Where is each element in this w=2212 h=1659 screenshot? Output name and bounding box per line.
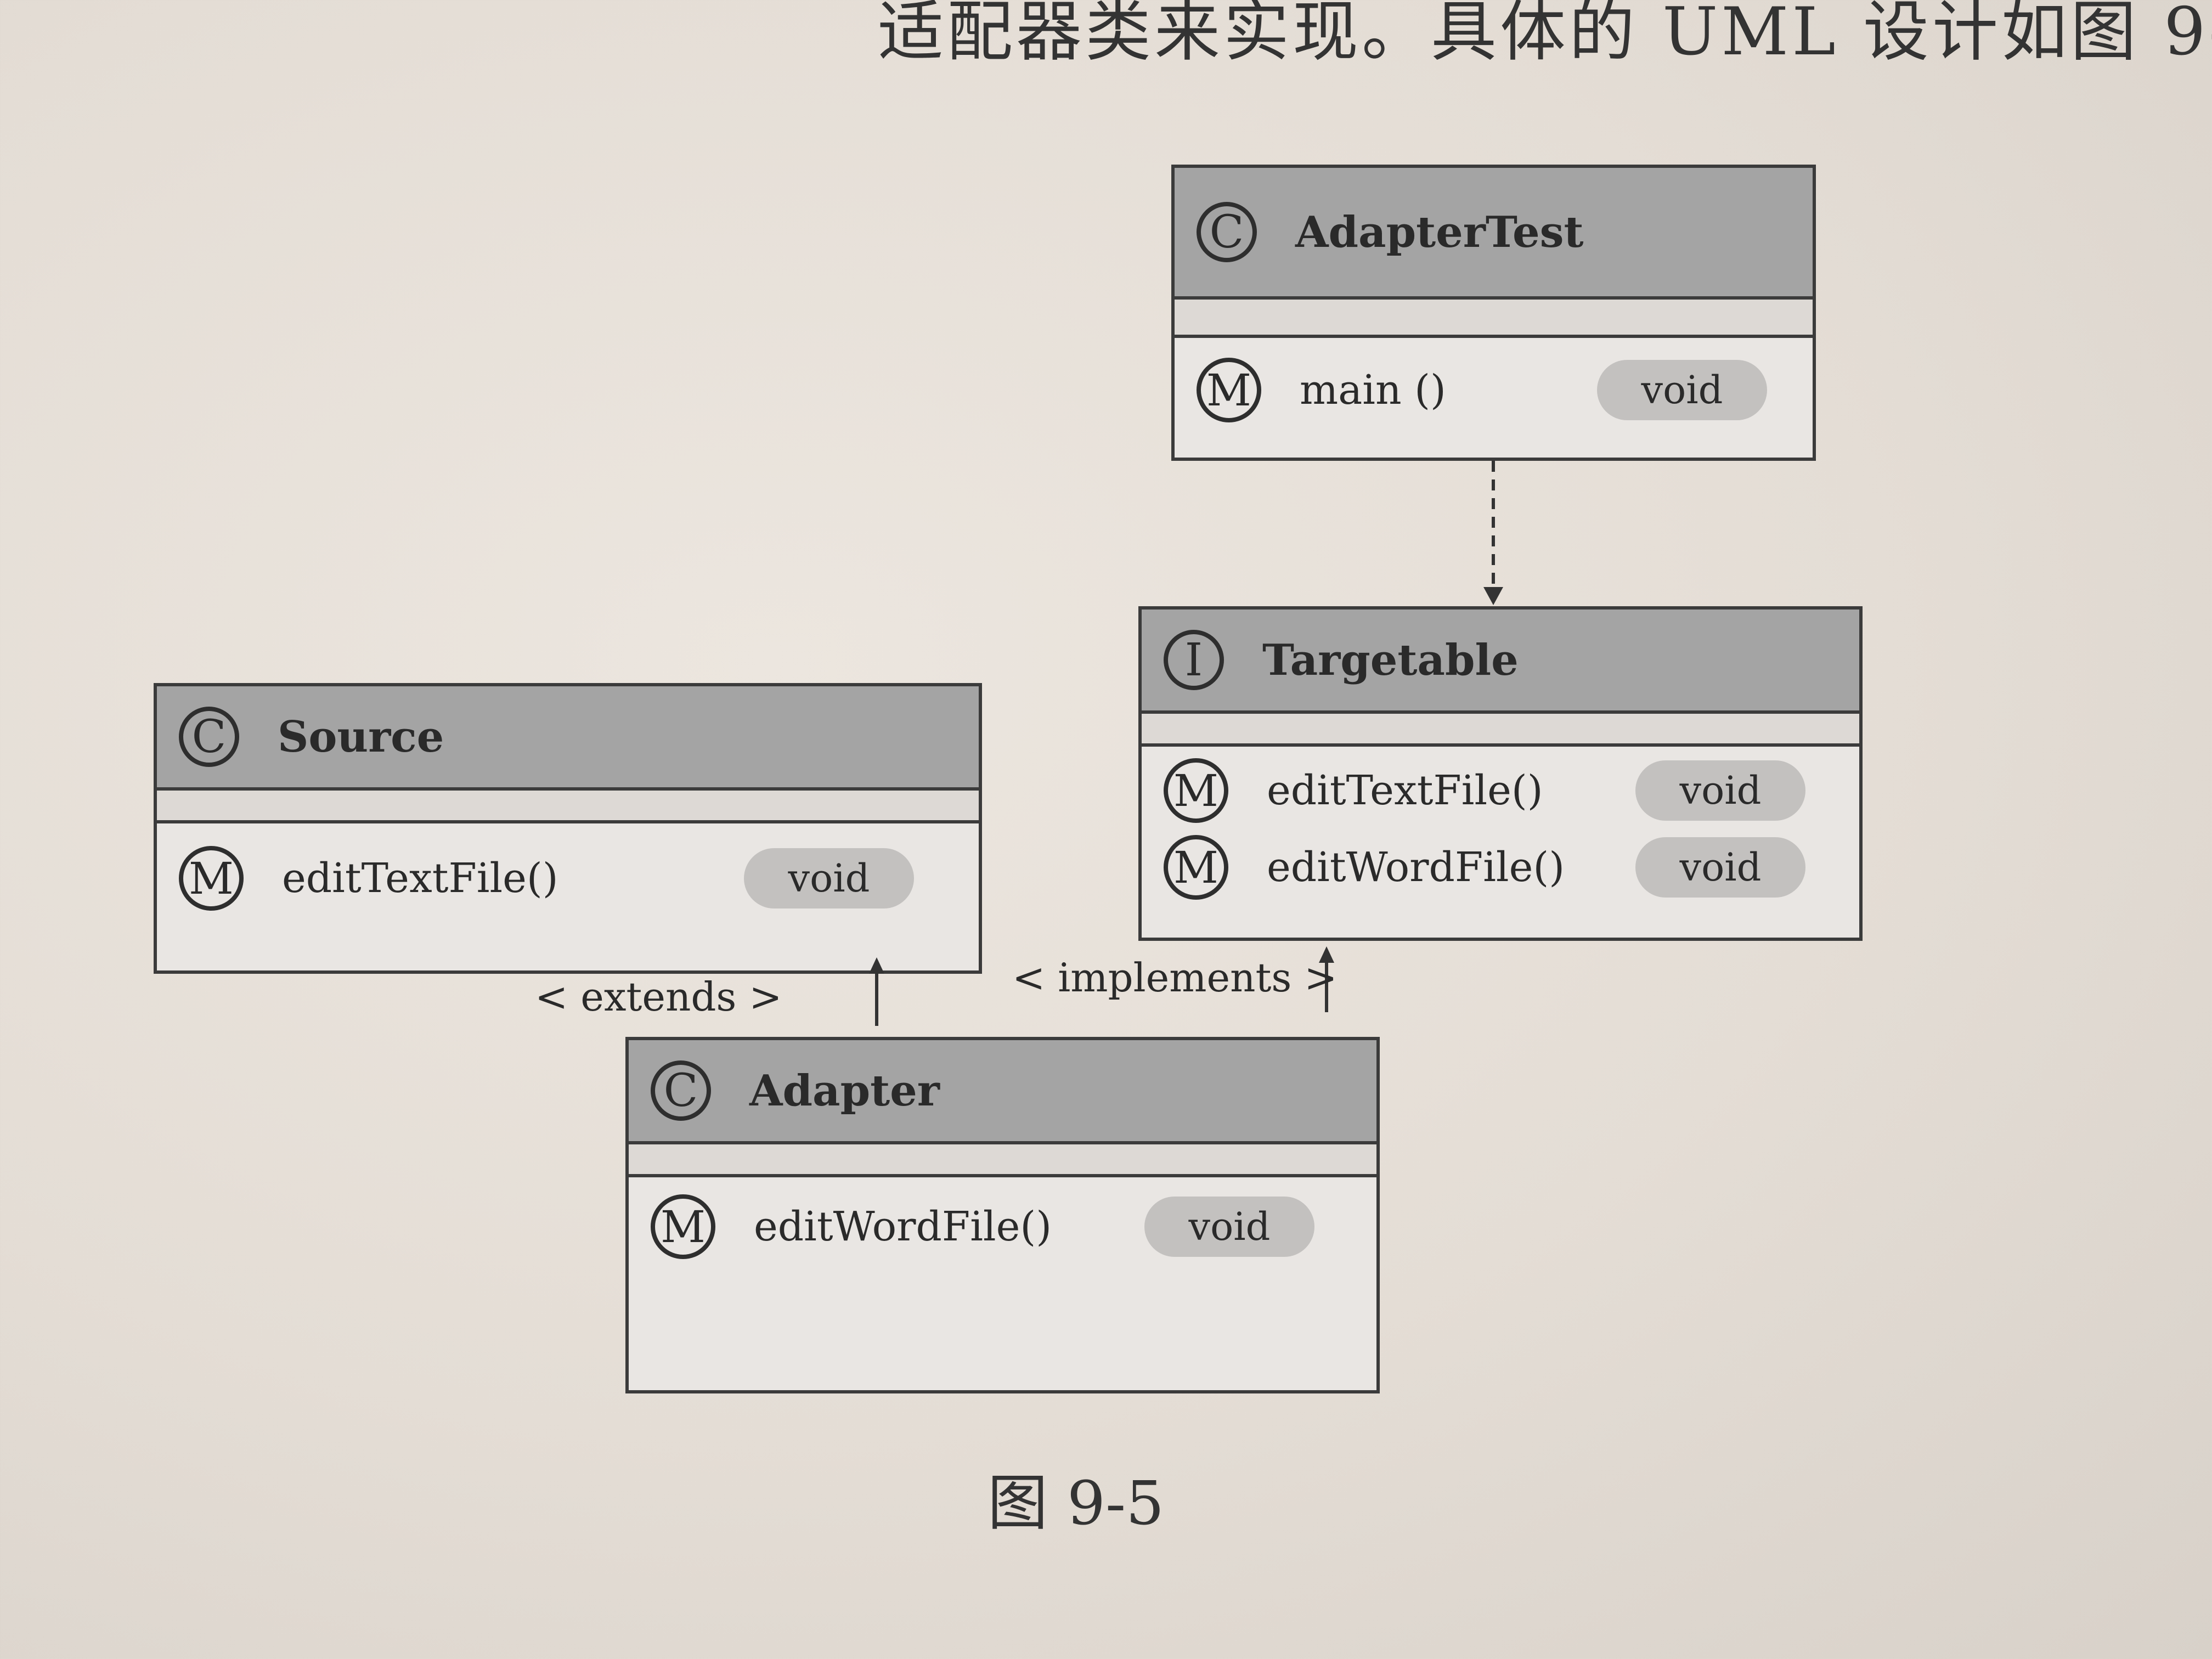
attributes-section — [1142, 714, 1859, 747]
class-source: C Source M editTextFile() void — [154, 683, 982, 974]
extends-arrow-head — [869, 957, 884, 974]
return-type-badge: void — [1144, 1197, 1314, 1257]
class-adapter: C Adapter M editWordFile() void — [625, 1037, 1380, 1393]
method-row: M editWordFile() void — [1142, 829, 1859, 906]
return-type-badge: void — [744, 848, 914, 909]
method-row: M main () void — [1175, 352, 1813, 428]
attributes-section — [157, 791, 979, 823]
class-name: Adapter — [749, 1065, 940, 1116]
class-header: C AdapterTest — [1175, 168, 1813, 300]
attributes-section — [629, 1144, 1376, 1177]
method-icon: M — [1164, 758, 1228, 823]
implements-arrow-head — [1319, 946, 1334, 963]
method-icon: M — [1164, 835, 1228, 900]
figure-caption: 图 9-5 — [988, 1468, 1165, 1538]
return-type-badge: void — [1597, 360, 1767, 420]
class-header: C Source — [157, 686, 979, 791]
method-name: main () — [1300, 366, 1446, 414]
method-name: editTextFile() — [282, 855, 558, 902]
extends-label: < extends > — [535, 974, 782, 1020]
interface-targetable: I Targetable M editTextFile() void M edi… — [1138, 606, 1863, 941]
class-header: C Adapter — [629, 1040, 1376, 1144]
dependency-arrow-head — [1483, 587, 1503, 605]
attributes-section — [1175, 300, 1813, 338]
method-icon: M — [1197, 358, 1261, 422]
class-kind-icon: C — [1197, 202, 1257, 262]
page-top-text: 适配器类来实现。具体的 UML 设计如图 9- — [878, 0, 2212, 70]
class-kind-icon: C — [651, 1060, 711, 1121]
class-name: AdapterTest — [1295, 207, 1584, 257]
interface-kind-icon: I — [1164, 630, 1224, 690]
class-name: Source — [278, 712, 444, 762]
class-adaptertest: C AdapterTest M main () void — [1171, 165, 1816, 461]
return-type-badge: void — [1635, 760, 1805, 821]
method-row: M editTextFile() void — [157, 840, 979, 917]
class-name: Targetable — [1262, 635, 1519, 685]
method-name: editWordFile() — [754, 1203, 1052, 1250]
method-name: editTextFile() — [1267, 767, 1543, 814]
implements-label: < implements > — [1012, 955, 1338, 1001]
method-row: M editTextFile() void — [1142, 752, 1859, 829]
method-row: M editWordFile() void — [629, 1188, 1376, 1265]
return-type-badge: void — [1635, 837, 1805, 898]
method-name: editWordFile() — [1267, 844, 1565, 891]
class-header: I Targetable — [1142, 610, 1859, 714]
method-icon: M — [179, 846, 244, 911]
method-icon: M — [651, 1194, 715, 1259]
class-kind-icon: C — [179, 707, 239, 767]
